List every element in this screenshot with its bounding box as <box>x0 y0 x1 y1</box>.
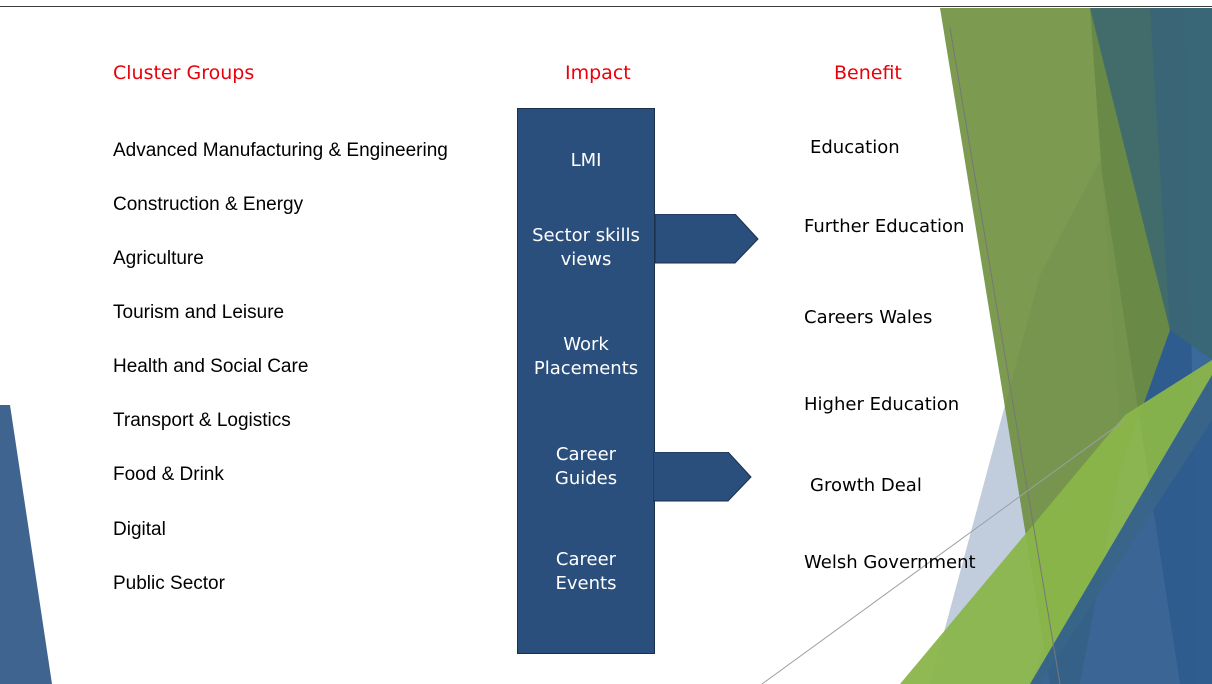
header-benefit: Benefit <box>834 62 902 84</box>
header-impact: Impact <box>565 62 631 84</box>
impact-line: Work <box>563 334 609 355</box>
impact-item-lmi: LMI <box>517 149 655 173</box>
impact-line: Placements <box>533 358 639 379</box>
benefit-item: Higher Education <box>804 394 960 415</box>
impact-item-career-events: Career Events <box>517 548 655 596</box>
benefit-item: Growth Deal <box>810 475 922 496</box>
cluster-item: Transport & Logistics <box>113 410 291 431</box>
cluster-item: Agriculture <box>113 248 204 269</box>
right-dark-green-shape <box>940 8 1170 684</box>
cluster-item: Food & Drink <box>113 464 224 485</box>
right-light-green-shape <box>900 360 1212 684</box>
cluster-item: Advanced Manufacturing & Engineering <box>113 140 448 161</box>
thin-line-1 <box>949 27 1061 684</box>
cluster-item: Tourism and Leisure <box>113 302 285 323</box>
cluster-item: Construction & Energy <box>113 194 304 215</box>
impact-line: LMI <box>570 150 602 171</box>
cluster-item: Public Sector <box>113 573 225 594</box>
header-cluster-groups: Cluster Groups <box>113 62 255 84</box>
arrow-career-guides <box>653 452 752 502</box>
right-bottom-blue-shape <box>1030 375 1212 684</box>
benefit-item: Welsh Government <box>804 552 976 573</box>
impact-line: Events <box>555 573 617 594</box>
right-teal-overlap <box>1090 8 1212 360</box>
left-blue-shard <box>0 405 52 684</box>
impact-box <box>517 108 655 654</box>
arrow-sector-skills <box>655 214 759 264</box>
impact-item-sector-skills: Sector skills views <box>517 224 655 272</box>
impact-line: Career <box>555 444 617 465</box>
impact-item-career-guides: Career Guides <box>517 443 655 491</box>
impact-line: views <box>560 249 612 270</box>
impact-line: Sector skills <box>532 225 640 246</box>
impact-line: Career <box>555 549 617 570</box>
benefit-item: Careers Wales <box>804 307 933 328</box>
cluster-item: Health and Social Care <box>113 356 309 377</box>
benefit-item: Further Education <box>804 216 965 237</box>
top-rule <box>0 6 1212 7</box>
impact-line: Guides <box>554 468 618 489</box>
cluster-item: Digital <box>113 519 166 540</box>
benefit-item: Education <box>810 137 900 158</box>
thin-line-2 <box>761 419 1126 684</box>
impact-item-work-placements: Work Placements <box>517 333 655 381</box>
